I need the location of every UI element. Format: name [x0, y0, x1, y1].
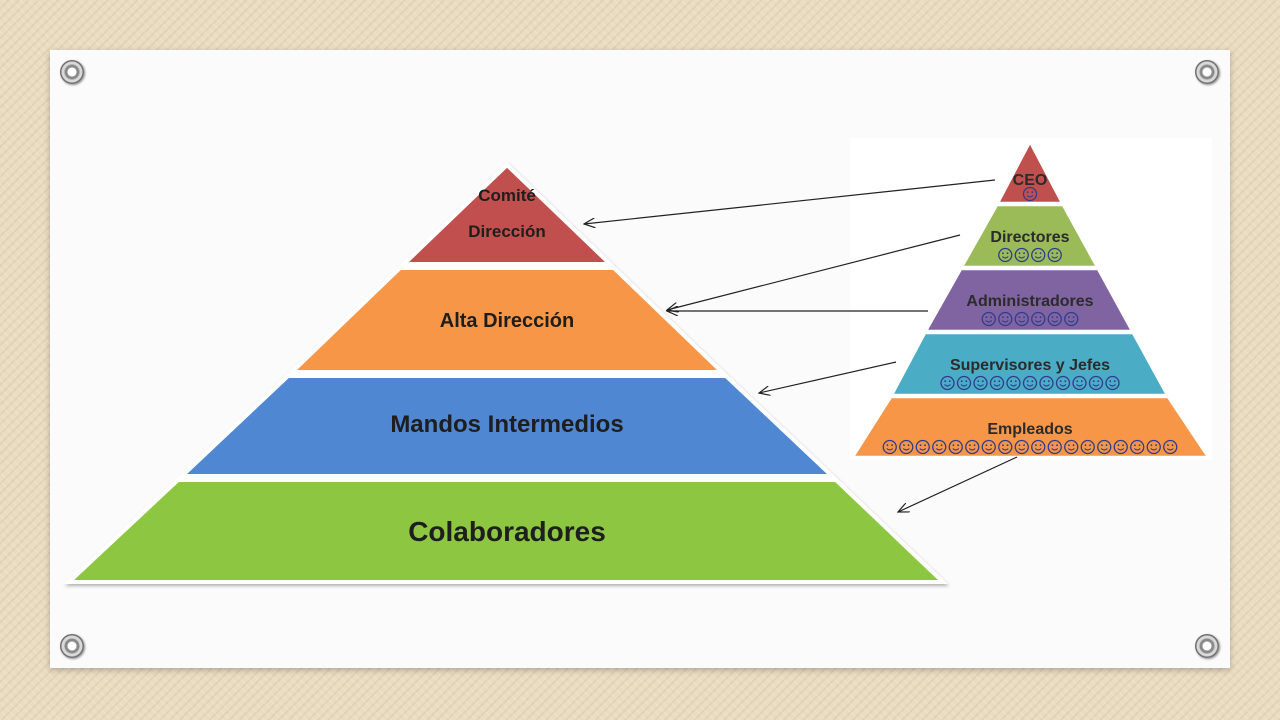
smiley-face-icon	[948, 439, 963, 455]
smiley-face-icon	[1014, 247, 1029, 263]
smiley-face-icon	[882, 439, 897, 455]
left-level-3-label: Mandos Intermedios	[390, 411, 623, 438]
smiley-face-icon	[1072, 375, 1087, 391]
right-level-5-label: Empleados	[987, 421, 1072, 438]
right-level-1-shape	[995, 139, 1065, 205]
smiley-face-icon	[1031, 311, 1046, 327]
smiley-face-icon	[915, 439, 930, 455]
right-level-3-shape	[923, 267, 1135, 333]
smiley-face-icon	[1163, 439, 1178, 455]
right-pyramid	[850, 138, 1212, 460]
smiley-face-icon	[1031, 439, 1046, 455]
right-level-5-shape	[850, 395, 1211, 459]
right-level-2-shape	[959, 203, 1100, 269]
arrow-empleados-to-colaboradores	[898, 456, 1018, 512]
smiley-face-icon	[1047, 439, 1062, 455]
right-level-1-label: CEO	[1013, 172, 1048, 189]
smiley-face-icon	[965, 439, 980, 455]
pushpin-icon	[1195, 634, 1219, 658]
left-level-3-shape	[176, 374, 838, 478]
left-pyramid	[63, 162, 948, 584]
left-level-2-shape	[287, 266, 727, 374]
left-level-4-shape	[63, 478, 948, 584]
smiley-face-icon	[998, 311, 1013, 327]
mapping-arrows	[584, 179, 1018, 512]
arrow-ceo-to-comite	[584, 179, 996, 224]
left-level-1-label-line-1: Comité	[478, 186, 536, 205]
pushpin-icon	[1195, 60, 1219, 84]
smiley-face-icon	[1064, 311, 1079, 327]
smiley-face-icon	[1105, 375, 1120, 391]
smiley-face-icon	[1014, 439, 1029, 455]
smiley-face-icon	[1130, 439, 1145, 455]
smiley-face-icon	[940, 375, 955, 391]
smiley-face-icon	[1097, 439, 1112, 455]
arrow-directores-to-alta-direccion	[667, 234, 961, 310]
smiley-face-icon	[989, 375, 1005, 391]
smiley-face-icon	[1014, 311, 1029, 327]
smiley-face-icon	[998, 439, 1013, 455]
right-level-4-shape	[889, 331, 1170, 397]
smiley-face-icon	[998, 247, 1013, 263]
arrow-supervisores-to-mandos	[759, 361, 897, 393]
smiley-face-icon	[1088, 375, 1104, 391]
smiley-face-icon	[1064, 439, 1079, 455]
smiley-face-icon	[1047, 247, 1062, 263]
smiley-face-icon	[956, 375, 972, 391]
right-level-3-label: Administradores	[966, 293, 1093, 310]
pushpin-icon	[60, 634, 84, 658]
smiley-face-icon	[1006, 375, 1021, 391]
pushpin-icon	[60, 60, 84, 84]
smiley-face-icon	[1113, 439, 1128, 455]
left-level-2-label: Alta Dirección	[440, 310, 574, 332]
smiley-face-icon	[1055, 375, 1071, 391]
left-level-1-label-line-2: Dirección	[468, 222, 545, 241]
smiley-face-icon	[899, 439, 914, 455]
smiley-face-icon	[1031, 247, 1046, 263]
right-pyramid-labels: CEO Directores Administradores Superviso…	[950, 172, 1110, 438]
smiley-face-icon	[981, 311, 996, 327]
smiley-face-icon	[1039, 375, 1054, 391]
smiley-face-icon	[1146, 439, 1161, 455]
left-level-4-label: Colaboradores	[408, 516, 606, 547]
smiley-face-rows	[882, 186, 1178, 455]
smiley-face-icon	[1022, 186, 1038, 202]
left-pyramid-labels: Comité Dirección Alta Dirección Mandos I…	[390, 186, 623, 547]
smiley-face-icon	[1080, 439, 1095, 455]
left-level-1-shape	[399, 162, 615, 266]
smiley-face-icon	[1047, 311, 1062, 327]
smiley-face-icon	[973, 375, 988, 391]
smiley-face-icon	[932, 439, 947, 455]
smiley-face-icon	[981, 439, 996, 455]
smiley-face-icon	[1022, 375, 1038, 391]
right-level-4-label: Supervisores y Jefes	[950, 357, 1110, 374]
right-level-2-label: Directores	[990, 229, 1069, 246]
